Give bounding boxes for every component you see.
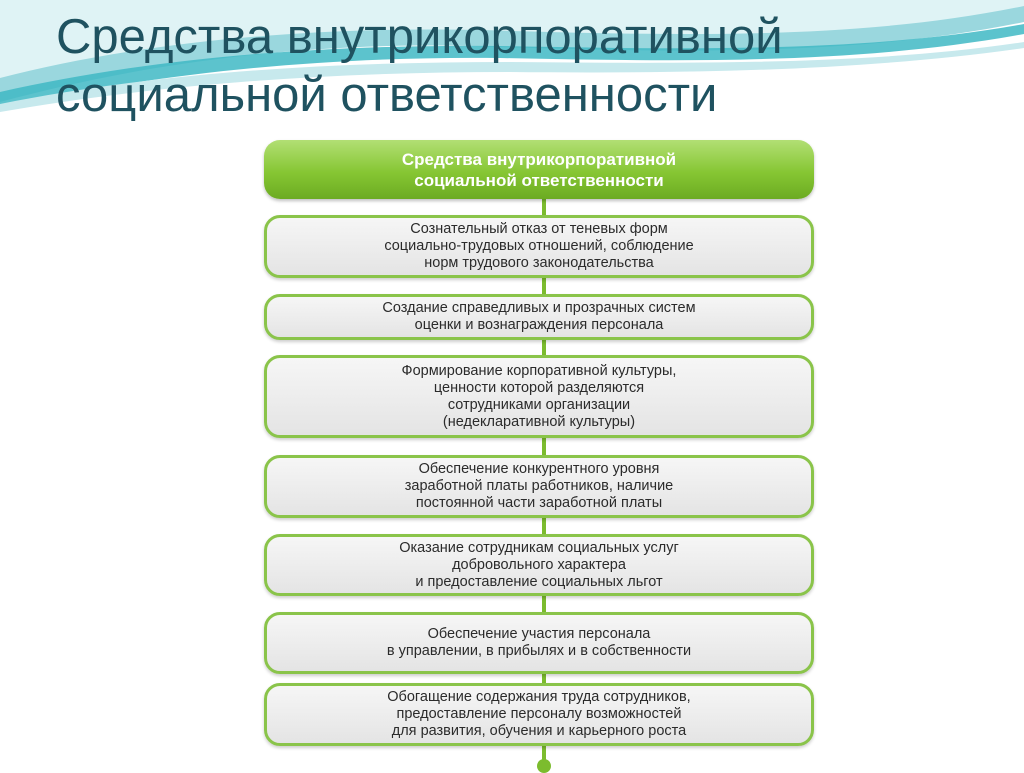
diagram-header-box: Средства внутрикорпоративной социальной … — [264, 140, 814, 199]
diagram-item-7: Обогащение содержания труда сотрудников,… — [264, 683, 814, 746]
diagram-header-text: Средства внутрикорпоративной социальной … — [401, 149, 677, 190]
connector-end-dot — [537, 759, 551, 773]
diagram-item-6: Обеспечение участия персонала в управлен… — [264, 612, 814, 674]
diagram-item-5: Оказание сотрудникам социальных услуг до… — [264, 534, 814, 596]
diagram-item-2: Создание справедливых и прозрачных систе… — [264, 294, 814, 340]
diagram-item-1: Сознательный отказ от теневых форм социа… — [264, 215, 814, 278]
diagram-item-3: Формирование корпоративной культуры, цен… — [264, 355, 814, 438]
decorative-wave — [0, 0, 1024, 112]
slide-title: Средства внутрикорпоративной социальной … — [56, 10, 783, 122]
diagram-item-4: Обеспечение конкурентного уровня заработ… — [264, 455, 814, 518]
